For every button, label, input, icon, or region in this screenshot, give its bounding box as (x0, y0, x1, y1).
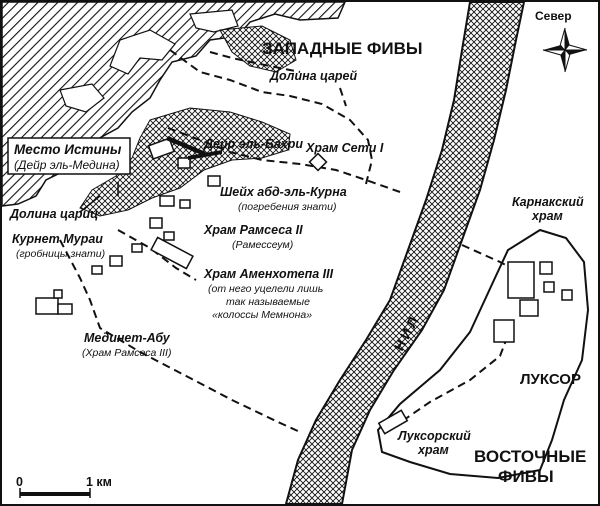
amenhotep-sub-3: «колоссы Мемнона» (212, 309, 312, 321)
scale-bar (19, 488, 91, 498)
valley-kings-label: Долина царей (269, 69, 357, 83)
qurnet-sub: (гробницы знати) (16, 248, 105, 260)
luxor-label: ЛУКСОР (520, 371, 581, 388)
temple-footprints (35, 137, 573, 435)
karnak-label-1: Карнакский (512, 195, 584, 209)
wadi-patch (109, 29, 176, 75)
medinet-label: Мединет-Абу (84, 331, 171, 345)
luxor-temple-label-2: храм (417, 443, 449, 457)
place-truth-box (7, 137, 131, 175)
amenhotep-label: Храм Аменхотепа III (203, 267, 334, 281)
east-thebes-label-2: ФИВЫ (498, 467, 554, 486)
wadi-patch (59, 83, 105, 113)
amenhotep-sub-1: (от него уцелели лишь (208, 283, 323, 295)
compass-rose (542, 27, 588, 73)
place-truth-sub: (Дейр эль-Медина) (14, 158, 120, 172)
place-truth-label: Место Истины (14, 142, 122, 157)
scale-end-label: 1 км (86, 475, 112, 489)
nile-river (284, 0, 526, 505)
qurnet-label: Курнет Мураи (12, 232, 103, 246)
hill-area (219, 25, 297, 73)
deir-bahri-label: Дейр эль-Бахри (203, 137, 303, 151)
roads (59, 49, 531, 433)
valley-queens-label: Долина цариц (9, 207, 98, 221)
desert-cliffs-area (1, 1, 347, 207)
east-thebes-label-1: ВОСТОЧНЫЕ (474, 447, 586, 466)
scale-start-label: 0 (16, 475, 23, 489)
sheikh-label: Шейх абд-эль-Курна (220, 185, 347, 199)
seti-temple-label: Храм Сети I (305, 141, 384, 155)
ramesses2-label: Храм Рамсеса II (203, 223, 303, 237)
sheikh-pointer (188, 150, 222, 160)
west-thebes-label: ЗАПАДНЫЕ ФИВЫ (262, 39, 423, 58)
ramesses2-sub: (Рамессеум) (232, 239, 293, 251)
amenhotep-sub-2: так называемые (226, 296, 310, 308)
valley-queens-arrow (79, 195, 101, 213)
sheikh-sub: (погребения знати) (238, 201, 336, 213)
luxor-temple-label-1: Луксорский (397, 429, 471, 443)
east-city-boundary (376, 228, 590, 480)
deir-bahri-pointer (166, 136, 206, 156)
medinet-sub: (Храм Рамсеса III) (82, 347, 171, 359)
compass-north-label: Север (535, 9, 572, 23)
karnak-label-2: храм (531, 209, 563, 223)
